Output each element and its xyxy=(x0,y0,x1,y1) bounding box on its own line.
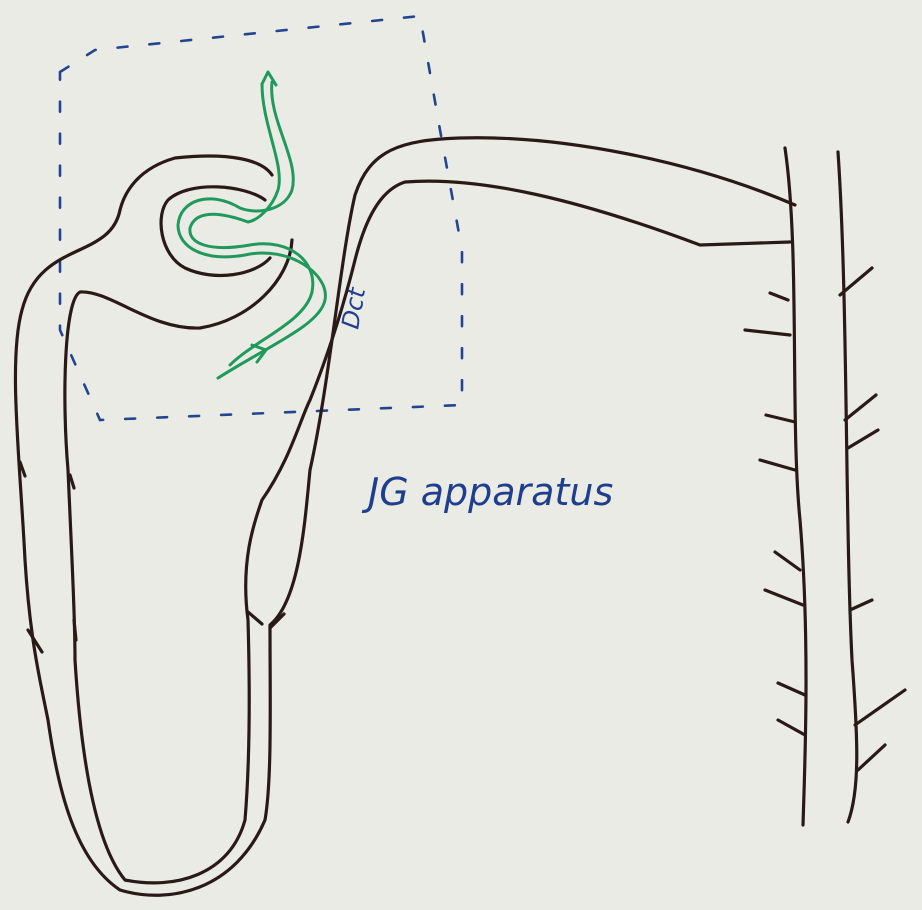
glomerulus-vessel xyxy=(178,72,325,378)
dct-label: Dct xyxy=(336,284,371,331)
collecting-duct xyxy=(745,148,905,825)
tubule-outer-wall xyxy=(15,138,795,896)
jg-apparatus-label: JG apparatus xyxy=(361,470,613,514)
tubule-inner-wall xyxy=(65,156,790,883)
tubule-tick-marks xyxy=(20,462,284,652)
jg-region-dashed-box xyxy=(60,16,462,420)
